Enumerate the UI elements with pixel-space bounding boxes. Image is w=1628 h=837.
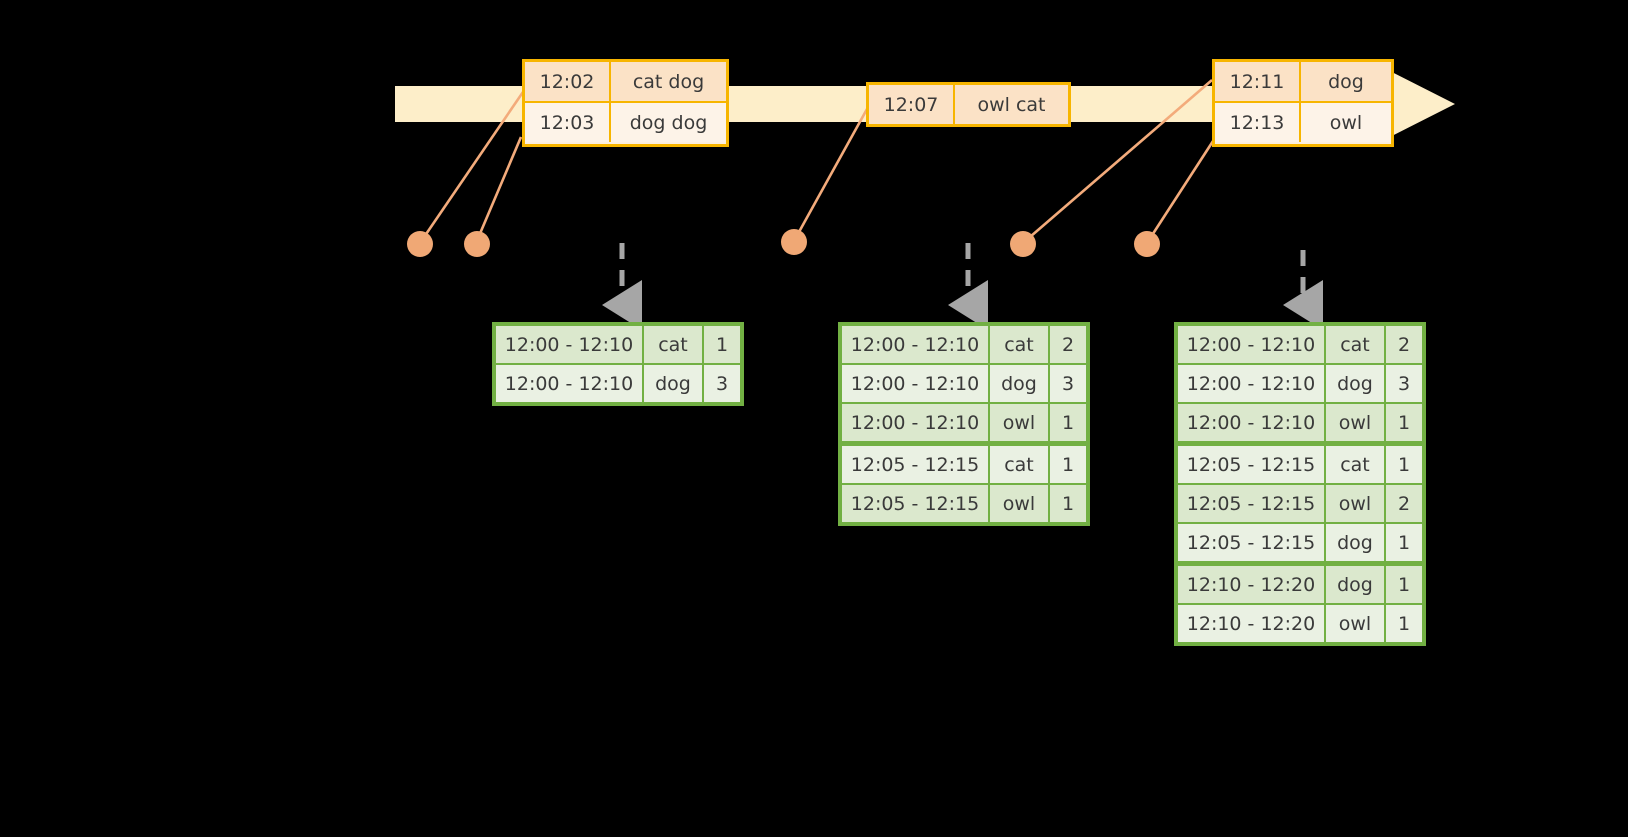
event-time: 12:11 xyxy=(1215,62,1301,101)
event-row[interactable]: 12:13 owl xyxy=(1215,101,1391,142)
table-cell-window: 12:00 - 12:10 xyxy=(842,404,988,441)
connector-1 xyxy=(418,91,525,244)
table-cell-word: dog xyxy=(990,365,1048,402)
table-cell-count: 2 xyxy=(1386,326,1422,363)
table-cell-count: 3 xyxy=(1050,365,1086,402)
event-box-2[interactable]: 12:07 owl cat xyxy=(866,82,1071,127)
table-cell-count: 1 xyxy=(1386,605,1422,642)
event-box-3[interactable]: 12:11 dog 12:13 owl xyxy=(1212,59,1394,147)
table-cell-window: 12:00 - 12:10 xyxy=(496,326,642,363)
table-cell-window: 12:05 - 12:15 xyxy=(842,446,988,483)
event-time: 12:03 xyxy=(525,103,611,142)
event-words: owl xyxy=(1329,111,1363,134)
table-cell-word: cat xyxy=(990,326,1048,363)
table-cell-window: 12:00 - 12:10 xyxy=(842,326,988,363)
event-words: dog xyxy=(1328,70,1364,93)
table-cell-window: 12:05 - 12:15 xyxy=(1178,524,1324,561)
event-row[interactable]: 12:07 owl cat xyxy=(869,85,1068,124)
table-cell-window: 12:05 - 12:15 xyxy=(1178,485,1324,522)
event-time: 12:13 xyxy=(1215,103,1301,142)
table-cell-count: 1 xyxy=(1050,446,1086,483)
table-cell-count: 1 xyxy=(1050,404,1086,441)
event-dot-2 xyxy=(464,231,490,257)
event-dot-4 xyxy=(1010,231,1036,257)
table-cell-window: 12:05 - 12:15 xyxy=(842,485,988,522)
down-arrows xyxy=(602,243,1323,330)
table-cell-window: 12:10 - 12:20 xyxy=(1178,566,1324,603)
event-dot-3 xyxy=(781,229,807,255)
table-cell-window: 12:00 - 12:10 xyxy=(496,365,642,402)
event-words: dog dog xyxy=(629,111,708,134)
event-dot-1 xyxy=(407,231,433,257)
event-time: 12:07 xyxy=(869,85,955,124)
event-row[interactable]: 12:02 cat dog xyxy=(525,62,726,101)
table-cell-word: cat xyxy=(644,326,702,363)
table-cell-window: 12:00 - 12:10 xyxy=(842,365,988,402)
table-cell-word: owl xyxy=(990,485,1048,522)
table-cell-word: dog xyxy=(1326,524,1384,561)
table-cell-word: dog xyxy=(1326,566,1384,603)
table-cell-count: 2 xyxy=(1050,326,1086,363)
table-cell-word: owl xyxy=(1326,605,1384,642)
table-cell-word: dog xyxy=(644,365,702,402)
connector-5 xyxy=(1145,137,1217,244)
table-cell-word: owl xyxy=(990,404,1048,441)
event-dot-5 xyxy=(1134,231,1160,257)
table-cell-word: cat xyxy=(1326,326,1384,363)
table-cell-word: owl xyxy=(1326,485,1384,522)
table-cell-word: cat xyxy=(1326,446,1384,483)
event-row[interactable]: 12:11 dog xyxy=(1215,62,1391,101)
event-words: cat dog xyxy=(632,70,705,93)
event-words: owl cat xyxy=(977,93,1046,116)
table-cell-count: 1 xyxy=(1386,446,1422,483)
table-cell-count: 3 xyxy=(1386,365,1422,402)
table-cell-word: cat xyxy=(990,446,1048,483)
table-cell-count: 1 xyxy=(1386,524,1422,561)
table-cell-count: 1 xyxy=(1386,404,1422,441)
event-row[interactable]: 12:03 dog dog xyxy=(525,101,726,142)
table-cell-window: 12:05 - 12:15 xyxy=(1178,446,1324,483)
table-cell-count: 1 xyxy=(1386,566,1422,603)
connector-3 xyxy=(792,99,874,242)
table-cell-word: dog xyxy=(1326,365,1384,402)
table-cell-count: 1 xyxy=(704,326,740,363)
table-cell-window: 12:00 - 12:10 xyxy=(1178,326,1324,363)
event-time: 12:02 xyxy=(525,62,611,101)
connector-2 xyxy=(474,136,523,244)
table-cell-window: 12:10 - 12:20 xyxy=(1178,605,1324,642)
table-cell-count: 3 xyxy=(704,365,740,402)
table-cell-count: 1 xyxy=(1050,485,1086,522)
table-cell-window: 12:00 - 12:10 xyxy=(1178,365,1324,402)
event-dots xyxy=(407,229,1160,257)
event-box-1[interactable]: 12:02 cat dog 12:03 dog dog xyxy=(522,59,729,147)
table-cell-count: 2 xyxy=(1386,485,1422,522)
table-cell-word: owl xyxy=(1326,404,1384,441)
table-cell-window: 12:00 - 12:10 xyxy=(1178,404,1324,441)
